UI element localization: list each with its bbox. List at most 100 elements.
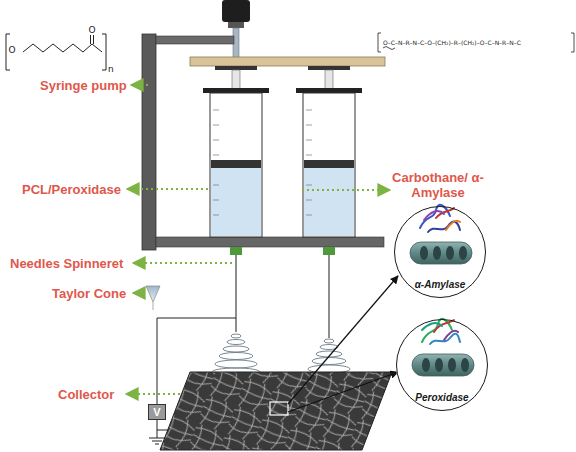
pcl-structure <box>23 44 102 52</box>
taylor-cone-icon <box>146 286 160 310</box>
syringe-pump-frame <box>228 22 244 28</box>
enzyme-callout <box>394 206 488 411</box>
syringe <box>328 255 329 338</box>
carbothane-structure <box>378 33 381 52</box>
part-label: Carbothane/ α-Amylase <box>392 170 484 200</box>
carbothane-structure <box>383 47 395 50</box>
leader-line <box>127 188 208 190</box>
carbothane-structure <box>378 33 574 52</box>
syringe <box>213 110 219 215</box>
fiber-jet <box>231 334 241 338</box>
part-label: PCL/Peroxidase <box>22 182 121 197</box>
enzyme-callout <box>394 206 486 298</box>
callout-arrow <box>288 276 398 404</box>
taylor-cone-icon <box>146 286 160 302</box>
enzyme-callout-circle: α-Amylase <box>394 206 486 298</box>
syringe <box>203 88 269 93</box>
collector-mesh <box>160 372 392 450</box>
fiber-segment <box>412 354 474 376</box>
syringe <box>323 247 335 255</box>
syringe-pump-frame <box>222 0 250 22</box>
enzyme-name: α-Amylase <box>415 279 466 290</box>
leader-line <box>133 262 232 264</box>
part-label: Syringe pump <box>40 78 127 93</box>
fiber-segment <box>420 246 428 260</box>
syringe-pump-frame <box>142 34 156 250</box>
fiber-jet <box>215 360 257 368</box>
pcl-structure <box>91 35 94 44</box>
syringe <box>296 66 362 338</box>
syringe-pump-frame <box>190 57 385 66</box>
protein-structure <box>424 211 444 220</box>
syringe <box>308 66 350 70</box>
circuit-wire <box>157 318 236 404</box>
part-label: Collector <box>58 387 114 402</box>
fiber-segment <box>410 242 472 264</box>
leader-line <box>131 84 148 86</box>
syringe <box>215 66 257 70</box>
fiber-segment <box>410 242 472 264</box>
circuit-wire <box>157 420 158 438</box>
syringe <box>203 66 269 332</box>
voltage-source: V <box>148 404 166 420</box>
pcl-structure <box>102 34 106 70</box>
callout-arrow <box>288 372 398 412</box>
protein-structure <box>434 320 454 332</box>
pcl-structure <box>6 34 106 70</box>
syringe <box>230 247 242 255</box>
fiber-jet <box>312 358 346 365</box>
fiber-segment <box>459 246 467 260</box>
circuit-wire <box>149 438 165 444</box>
leader-line <box>126 393 180 395</box>
protein-structure <box>420 205 460 232</box>
syringe-pump-frame <box>156 237 384 247</box>
fiber-jet <box>223 346 249 352</box>
enzyme-callout <box>396 319 488 411</box>
enzyme-callout-circle: Peroxidase <box>396 319 488 411</box>
leader-line <box>126 85 390 394</box>
syringe <box>210 93 262 237</box>
protein-structure <box>444 331 458 340</box>
syringe <box>304 160 354 168</box>
voltage-symbol: V <box>153 406 160 418</box>
fiber-segment <box>422 358 430 372</box>
collector-mesh <box>160 372 392 450</box>
syringe <box>306 110 312 215</box>
enzyme-name: Peroxidase <box>415 392 468 403</box>
protein-structure <box>446 221 460 230</box>
fiber-segment <box>412 354 474 376</box>
fiber-jet <box>227 340 245 345</box>
protein-structure <box>422 319 460 344</box>
syringe <box>235 255 236 332</box>
leader-line <box>302 189 390 191</box>
syringe <box>211 160 261 168</box>
fiber-segment <box>448 358 456 372</box>
protein-structure <box>422 323 442 330</box>
taylor-cone-icon <box>153 302 154 310</box>
syringe <box>211 168 261 236</box>
syringe <box>296 88 362 93</box>
circuit-wire <box>149 318 236 444</box>
part-label: Needles Spinneret <box>10 256 123 271</box>
chemical-formula: O–C–N–R–N–C–O–(CH₂)–R–(CH₂)–O–C–N–R–N–C <box>383 39 521 47</box>
syringe-pump-frame <box>142 0 385 250</box>
fiber-jet <box>212 334 260 376</box>
fiber-jet <box>324 339 334 343</box>
protein-structure <box>428 222 460 232</box>
atom-label: O <box>88 25 95 35</box>
carbothane-structure <box>571 33 574 52</box>
protein-structure <box>420 205 450 228</box>
callout-arrow <box>288 276 398 412</box>
part-label: Taylor Cone <box>52 286 126 301</box>
syringe <box>304 168 354 236</box>
fiber-segment <box>446 246 454 260</box>
collector-mesh <box>270 402 288 415</box>
circuit-wire <box>157 430 168 431</box>
repeat-subscript: n <box>108 64 114 74</box>
fiber-segment <box>433 246 441 260</box>
protein-structure <box>436 208 454 218</box>
atom-label: O <box>8 45 15 55</box>
